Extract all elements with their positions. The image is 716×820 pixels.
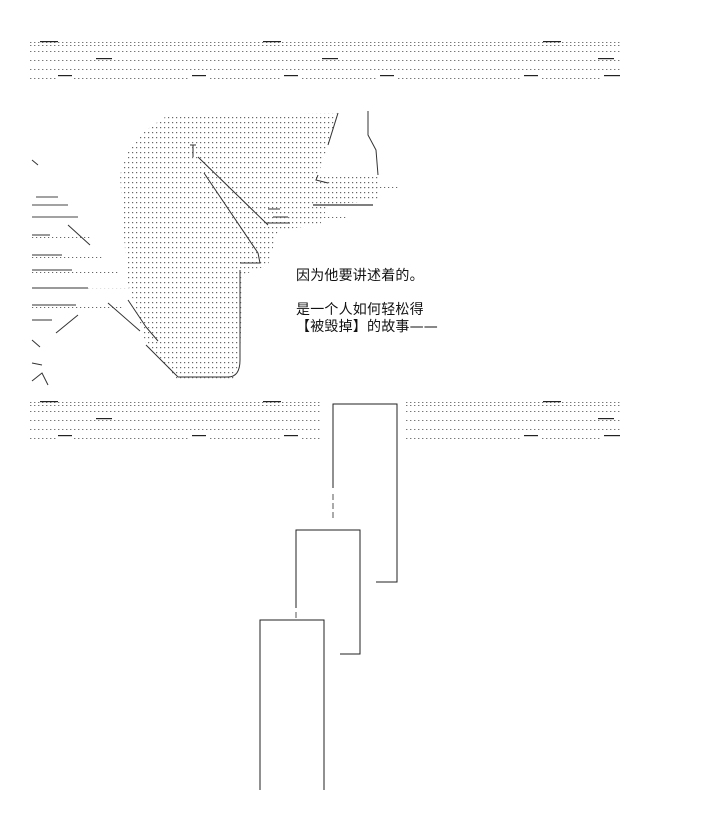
stepped-pillars: [250, 398, 410, 798]
narration-line-3: 【被毁掉】的故事——: [296, 319, 438, 335]
top-divider-band: [30, 38, 622, 86]
narration-gap: [296, 285, 496, 302]
narration-line-2: 是一个人如何轻松得: [296, 302, 424, 318]
narration-text-block: 因为他要讲述着的。 是一个人如何轻松得 【被毁掉】的故事——: [296, 268, 496, 336]
character-ascii-art: [28, 105, 408, 390]
pillar-top: [332, 403, 398, 583]
narration-line-1: 因为他要讲述着的。: [296, 268, 424, 284]
bottom-divider-band: [30, 398, 622, 446]
top-divider-pattern: [30, 41, 622, 81]
bottom-divider-pattern: [30, 401, 622, 441]
pillar-middle: [295, 529, 361, 655]
pillars-outline: [259, 403, 398, 790]
pillar-bottom: [259, 619, 325, 790]
character-illustration: [31, 111, 398, 386]
